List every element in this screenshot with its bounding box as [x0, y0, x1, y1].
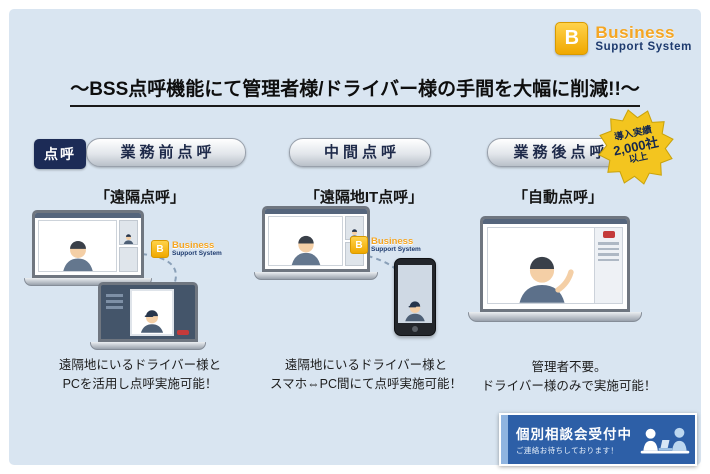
laptop-base: [90, 342, 206, 350]
caption-line: スマホ⇔PC間にて点呼実施可能！: [270, 377, 462, 391]
self-check-avatar-icon: [519, 256, 574, 303]
track-record-badge: 導入実績 2,000社 以上: [586, 97, 686, 197]
driver-avatar-icon: [140, 310, 164, 333]
tenko-tag-badge: 点呼: [34, 139, 86, 169]
laptop-manager-1: [24, 210, 152, 286]
bss-logo: B Business Support System: [555, 22, 692, 55]
driver-avatar-icon: [405, 301, 425, 322]
thumbnail-avatar-icon: [123, 234, 134, 244]
manager-avatar-icon: [62, 240, 93, 271]
header-pill-intermediate: 中間点呼: [289, 138, 431, 167]
caption-column-3: 管理者不要。 ドライバー様のみで実施可能！: [472, 358, 666, 396]
header-pill-before-work: 業務前点呼: [86, 138, 246, 167]
record-button-icon: [177, 330, 189, 335]
screen-topbar: [35, 213, 141, 218]
bss-logo-text: Business Support System: [595, 22, 692, 54]
menu-lines: [106, 294, 123, 312]
caption-column-2: 遠隔地にいるドライバー様と スマホ⇔PC間にて点呼実施可能！: [256, 356, 476, 394]
track-record-text: 導入実績 2,000社 以上: [586, 97, 686, 197]
logo-brand: Business: [595, 22, 675, 42]
screen-topbar: [483, 219, 627, 224]
laptop-driver-1: [90, 282, 206, 350]
consultation-banner: 個別相談会受付中 ご連絡お待ちしております！: [499, 413, 697, 466]
screen-topbar: [265, 209, 367, 214]
method-label-remote-it: 「遠隔地IT点呼」: [304, 189, 424, 206]
laptop-auto-tenko: [468, 216, 642, 322]
manager-avatar-icon: [291, 235, 320, 265]
method-label-remote: 「遠隔点呼」: [94, 189, 185, 206]
banner-stripe: [501, 415, 508, 464]
starburst-icon: [598, 109, 674, 185]
page-title: ～BSS点呼機能にて管理者様/ドライバー様の手間を大幅に削減!!～: [0, 74, 710, 107]
caption-line: 遠隔地にいるドライバー様と: [284, 358, 448, 372]
smartphone-driver: [394, 258, 436, 336]
caption-line: 遠隔地にいるドライバー様と: [58, 358, 222, 372]
page-title-text: ～BSS点呼機能にて管理者様/ドライバー様の手間を大幅に削減!!～: [70, 74, 640, 107]
bss-mini-logo-icon: B Business Support System: [350, 236, 421, 254]
badge-line3: 以上: [628, 151, 649, 167]
bss-mini-logo-icon: B Business Support System: [151, 240, 222, 258]
method-label-auto: 「自動点呼」: [512, 189, 603, 206]
banner-title: 個別相談会受付中: [516, 427, 632, 442]
empty-thumbnail: [119, 247, 138, 272]
logo-subtitle: Support System: [595, 41, 692, 54]
caption-column-1: 遠隔地にいるドライバー様と PCを活用し点呼実施可能！: [16, 356, 264, 394]
record-button-icon: [602, 231, 615, 238]
laptop-base: [254, 272, 378, 280]
caption-line: PCを活用し点呼実施可能！: [62, 377, 218, 391]
phone-home-button-icon: [412, 326, 418, 332]
call-side-panel: [594, 227, 623, 304]
caption-line: ドライバー様のみで実施可能！: [481, 379, 657, 393]
banner-subtitle: ご連絡お待ちしております！: [516, 446, 619, 455]
consultation-illustration-icon: [640, 427, 690, 453]
bss-logo-icon: B: [555, 22, 589, 55]
caption-line: 管理者不要。: [531, 360, 607, 374]
laptop-base: [468, 312, 642, 322]
